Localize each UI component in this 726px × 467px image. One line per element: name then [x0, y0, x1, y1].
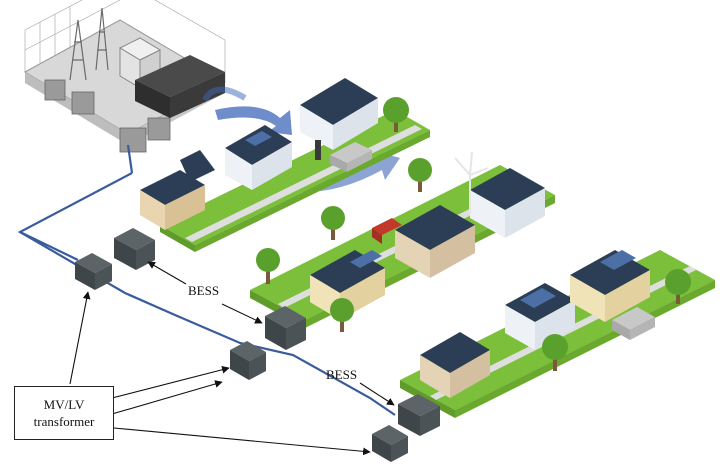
house — [505, 283, 575, 350]
house — [300, 78, 378, 150]
transformer-unit-1 — [75, 253, 112, 290]
bess-unit-bottom — [398, 394, 440, 436]
transformer-unit-3 — [372, 425, 408, 462]
bess-unit-middle — [265, 306, 306, 350]
bess-label-top: BESS — [188, 283, 220, 298]
house — [225, 125, 292, 190]
tree — [542, 269, 691, 371]
ev-car — [372, 218, 402, 244]
house — [470, 168, 545, 238]
house — [395, 205, 475, 278]
neighborhood-bottom — [400, 250, 715, 418]
wind-turbine — [454, 151, 489, 215]
transformer-unit-2 — [230, 341, 266, 380]
house — [420, 332, 490, 398]
neighborhood-middle — [250, 151, 555, 332]
house — [570, 250, 650, 322]
tree — [383, 97, 409, 132]
ev-car — [612, 307, 655, 340]
distribution-line — [17, 144, 396, 416]
bess-label-bottom: BESS — [326, 367, 358, 382]
house — [140, 150, 215, 230]
annotation-arrows — [69, 261, 395, 456]
transformer-label-line1: MV/LV — [43, 397, 85, 412]
transformer-label-line2: transformer — [33, 414, 95, 429]
bess-unit-top — [114, 228, 155, 270]
neighborhood-top — [140, 78, 430, 252]
tree — [256, 158, 432, 332]
substation — [23, 0, 227, 153]
ev-car — [315, 140, 372, 172]
transformer-label-box: MV/LV transformer — [14, 386, 114, 440]
